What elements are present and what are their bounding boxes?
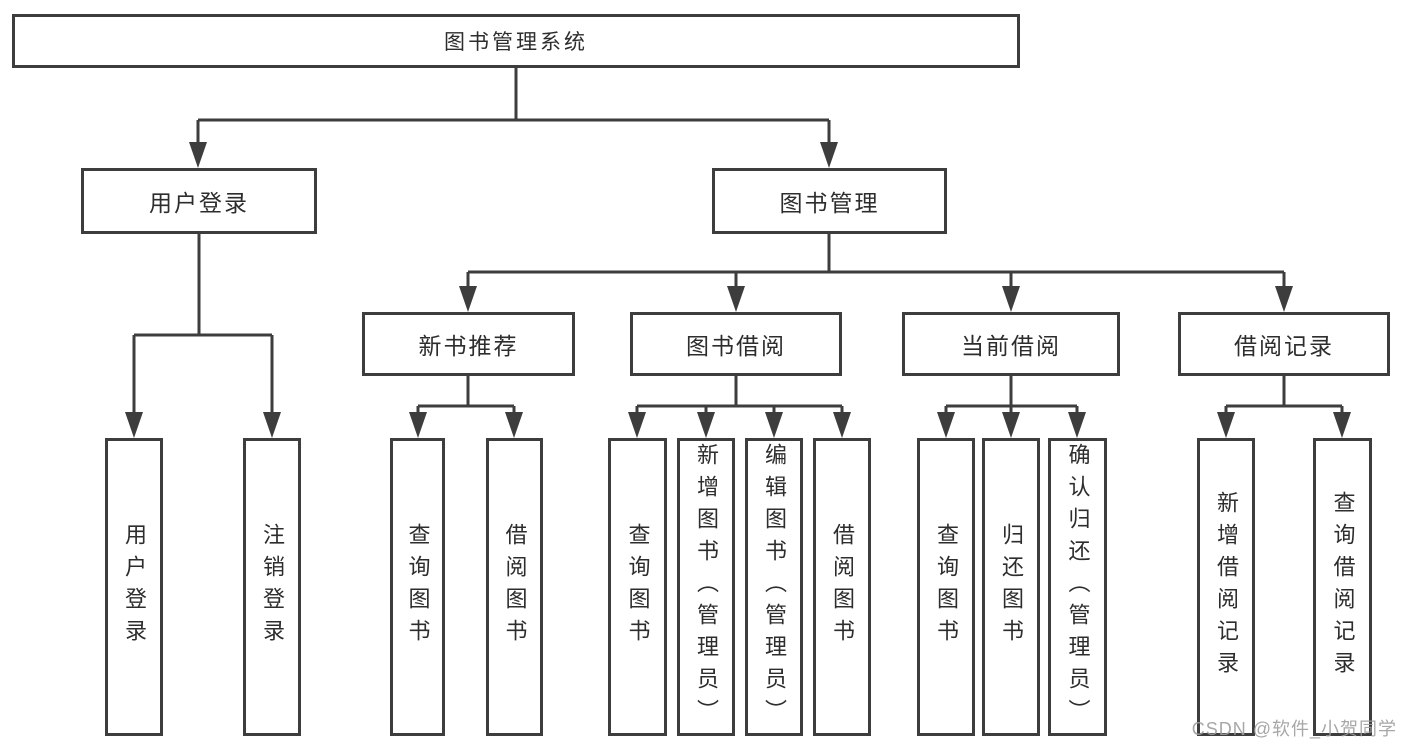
leaf-borrow-edit-book-admin-label: 编辑图书（管理员）: [762, 443, 787, 731]
leaf-user-login: 用户登录: [105, 438, 163, 736]
leaf-records-add: 新增借阅记录: [1197, 438, 1255, 736]
node-root-label: 图书管理系统: [444, 31, 588, 54]
leaf-new-books-query-label: 查询图书: [405, 523, 431, 651]
leaf-new-books-borrow-label: 借阅图书: [502, 523, 528, 651]
connector-new-book-recommend-to-leaves: [409, 376, 523, 438]
leaf-borrow-edit-book-admin: 编辑图书（管理员）: [745, 438, 803, 736]
leaf-current-query-books: 查询图书: [917, 438, 975, 736]
node-borrow-records: 借阅记录: [1178, 312, 1390, 376]
leaf-records-query: 查询借阅记录: [1313, 438, 1372, 736]
node-borrow-records-label: 借阅记录: [1234, 333, 1334, 359]
node-book-borrow-label: 图书借阅: [686, 333, 786, 359]
leaf-current-return-book: 归还图书: [982, 438, 1040, 736]
leaf-borrow-add-book-admin-label: 新增图书（管理员）: [694, 443, 719, 731]
leaf-current-return-book-label: 归还图书: [999, 523, 1024, 651]
csdn-watermark: CSDN @软件_小贺同学: [1191, 719, 1397, 739]
node-user-login-label: 用户登录: [149, 190, 249, 216]
leaf-borrow-add-book-admin: 新增图书（管理员）: [677, 438, 735, 736]
connector-current-borrow-to-leaves: [937, 376, 1086, 438]
node-current-borrow-label: 当前借阅: [961, 333, 1061, 359]
leaf-current-confirm-return-admin-label: 确认归还（管理员）: [1065, 443, 1091, 731]
leaf-user-login-label: 用户登录: [122, 523, 147, 651]
leaf-logout-label: 注销登录: [260, 523, 285, 651]
leaf-logout: 注销登录: [243, 438, 301, 736]
node-new-book-recommend: 新书推荐: [362, 312, 575, 376]
node-new-book-recommend-label: 新书推荐: [418, 333, 519, 359]
leaf-new-books-query: 查询图书: [390, 438, 445, 736]
leaf-records-add-label: 新增借阅记录: [1214, 491, 1239, 683]
connector-root-to-level2: [189, 68, 838, 168]
leaf-current-confirm-return-admin: 确认归还（管理员）: [1048, 438, 1107, 736]
leaf-new-books-borrow: 借阅图书: [486, 438, 543, 736]
node-user-login: 用户登录: [81, 168, 317, 234]
connector-book-borrow-to-leaves: [628, 376, 851, 438]
node-book-management-label: 图书管理: [779, 190, 880, 216]
leaf-current-query-books-label: 查询图书: [934, 523, 959, 651]
node-root: 图书管理系统: [12, 14, 1020, 68]
node-book-borrow: 图书借阅: [630, 312, 842, 376]
leaf-borrow-book: 借阅图书: [813, 438, 871, 736]
leaf-borrow-query-books-label: 查询图书: [625, 523, 651, 651]
leaf-borrow-query-books: 查询图书: [608, 438, 667, 736]
node-book-management: 图书管理: [712, 168, 947, 234]
connector-user-login-to-leaves: [125, 234, 281, 438]
node-current-borrow: 当前借阅: [902, 312, 1120, 376]
connector-borrow-records-to-leaves: [1217, 376, 1351, 438]
leaf-borrow-book-label: 借阅图书: [830, 523, 855, 651]
leaf-records-query-label: 查询借阅记录: [1330, 491, 1356, 683]
connector-book-management-to-level3: [459, 234, 1293, 312]
